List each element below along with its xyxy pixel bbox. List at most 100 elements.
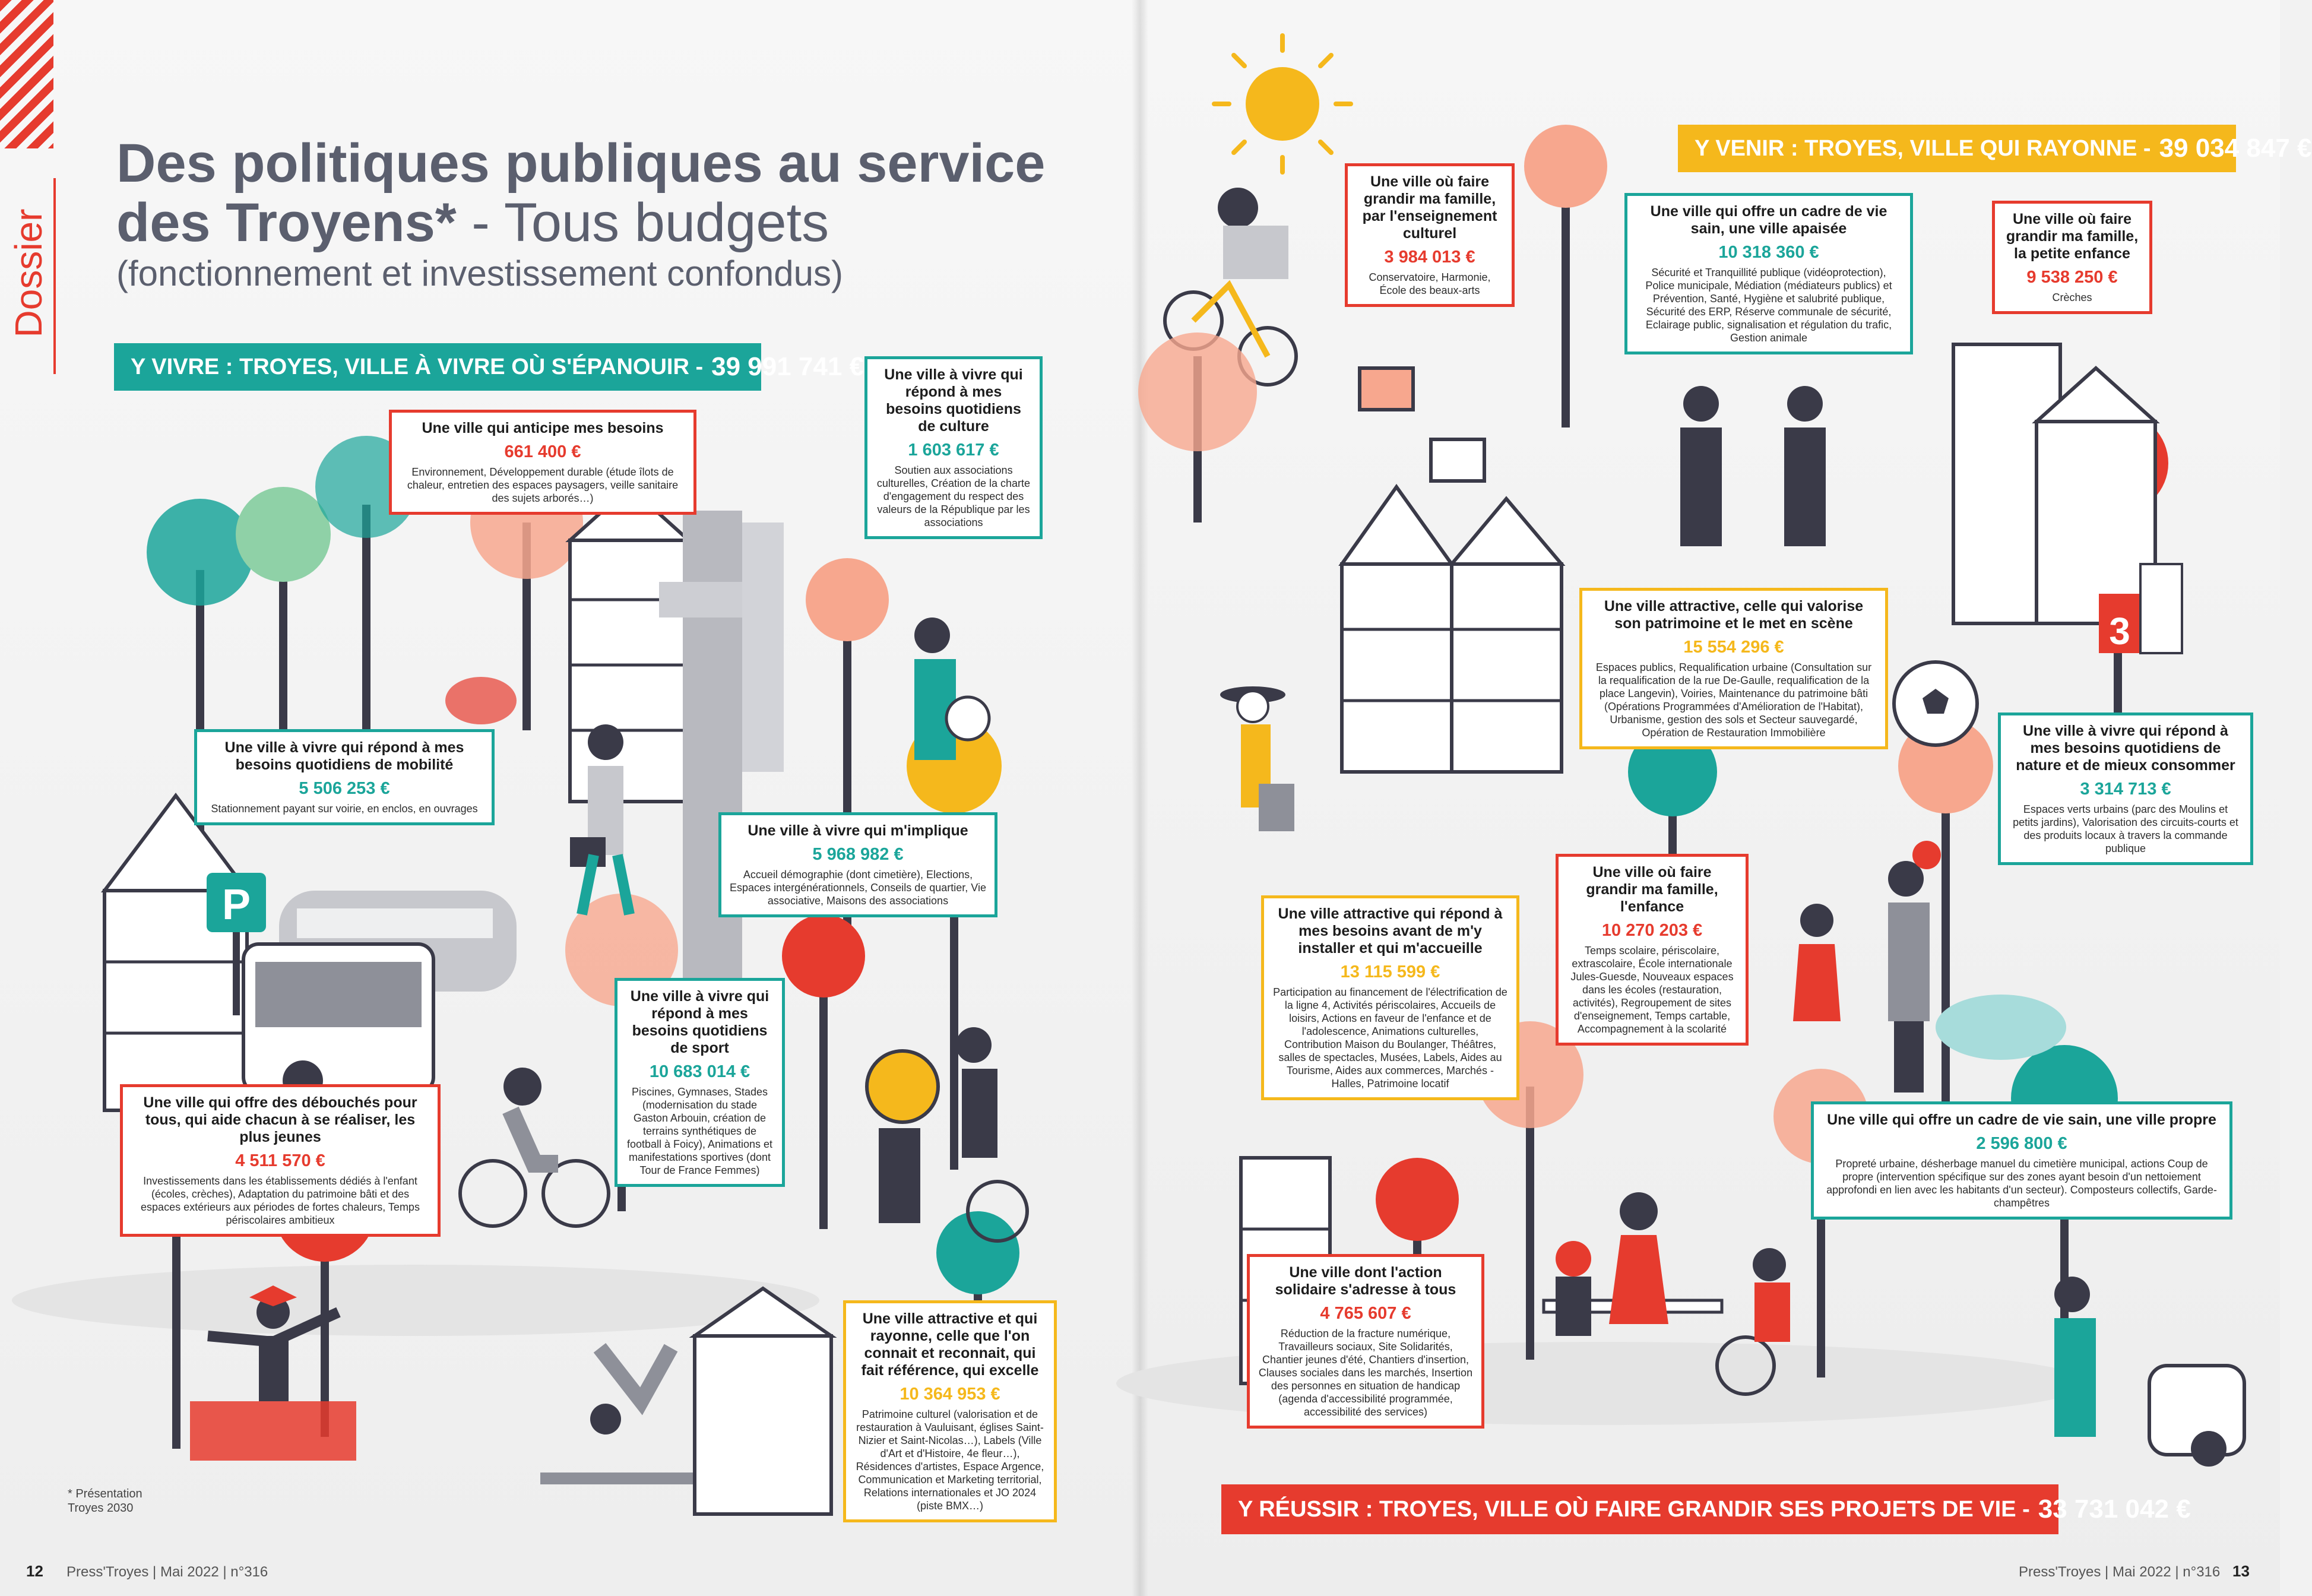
podium-number: 3 <box>2109 610 2130 653</box>
box-description: Stationnement payant sur voirie, en encl… <box>211 803 478 815</box>
parking-sign-icon: P <box>207 873 266 1015</box>
box-title: Une ville où faire grandir ma famille, l… <box>2006 211 2139 262</box>
box-amount: 10 318 360 € <box>1718 243 1819 262</box>
box-description: Crèches <box>2052 292 2092 303</box>
box-title: Une ville attractive qui répond à mes be… <box>1278 905 1503 957</box>
box-description: Patrimoine culturel (valorisation et de … <box>856 1408 1044 1512</box>
sculptor-icon <box>914 618 991 760</box>
section-label: Dossier <box>7 196 50 350</box>
street-cleaner-icon <box>2054 1277 2246 1467</box>
box-sport: Une ville à vivre qui répond à mes besoi… <box>615 978 785 1187</box>
page-gutter <box>1132 0 1148 1596</box>
pond-icon <box>1936 995 2066 1060</box>
wheelchair-icon <box>1715 1248 1790 1396</box>
title-line-1: Des politiques publiques au service <box>116 133 1046 194</box>
box-title: Une ville à vivre qui répond à mes besoi… <box>884 366 1023 435</box>
frame-icon <box>1358 366 1486 483</box>
banner-vivre-amount: 39 991 741 € <box>711 352 864 381</box>
box-description: Espaces verts urbains (parc des Moulins … <box>2013 803 2238 854</box>
box-amount: 661 400 € <box>504 442 581 461</box>
box-title: Une ville où faire grandir ma famille, l… <box>1586 864 1718 915</box>
box-title: Une ville à vivre qui répond à mes besoi… <box>2016 723 2235 774</box>
box-title: Une ville qui anticipe mes besoins <box>422 420 664 436</box>
box-amount: 9 538 250 € <box>2026 268 2118 287</box>
box-description: Investissements dans les établissements … <box>141 1175 420 1226</box>
box-enseignement: Une ville où faire grandir ma famille, p… <box>1345 163 1515 307</box>
box-title: Une ville à vivre qui répond à mes besoi… <box>630 988 769 1056</box>
shopper-icon <box>1220 686 1294 831</box>
box-amount: 4 765 607 € <box>1320 1304 1411 1323</box>
title-line-2-bold: des Troyens* <box>116 192 457 253</box>
box-amount: 10 364 953 € <box>900 1385 1000 1404</box>
box-rayonne: Une ville attractive et qui rayonne, cel… <box>843 1300 1057 1522</box>
banner-venir: Y VENIR : TROYES, VILLE QUI RAYONNE - 39… <box>1678 125 2312 172</box>
box-description: Soutien aux associations culturelles, Cr… <box>876 464 1031 528</box>
page-number-right: 13 <box>2232 1562 2250 1580</box>
box-description: Réduction de la fracture numérique, Trav… <box>1258 1328 1473 1418</box>
box-description: Propreté urbaine, désherbage manuel du c… <box>1826 1158 2217 1209</box>
tree-icon-r2 <box>1524 125 1607 428</box>
podium-icon: 3 <box>2099 563 2183 654</box>
bush-icon-1 <box>445 677 517 724</box>
box-anticipe: Une ville qui anticipe mes besoins 661 4… <box>389 410 696 515</box>
box-mobilite: Une ville à vivre qui répond à mes besoi… <box>194 729 495 825</box>
title-line-2-rest: - Tous budgets <box>456 192 829 253</box>
banner-vivre-label: Y VIVRE : TROYES, VILLE À VIVRE OÙ S'ÉPA… <box>131 354 704 379</box>
box-amount: 3 984 013 € <box>1384 248 1475 267</box>
box-amount: 5 506 253 € <box>299 779 390 798</box>
corner-stripes <box>0 0 53 148</box>
box-description: Accueil démographie (dont cimetière), El… <box>730 869 986 907</box>
box-amount: 1 603 617 € <box>908 441 999 460</box>
timber-house-icon <box>101 793 251 1112</box>
building-icon-left <box>565 484 693 803</box>
page-title: Des politiques publiques au service des … <box>116 133 1046 295</box>
apartment-building-icon <box>1952 343 2160 625</box>
banner-venir-amount: 39 034 847 € <box>2159 134 2312 163</box>
cyclist-icon <box>458 1068 610 1228</box>
box-amount: 10 683 014 € <box>649 1062 750 1081</box>
box-title: Une ville attractive, celle qui valorise… <box>1604 598 1864 632</box>
box-title: Une ville à vivre qui répond à mes besoi… <box>224 739 464 773</box>
graduate-icon <box>207 1285 341 1401</box>
box-debouches: Une ville qui offre des débouchés pour t… <box>120 1084 441 1237</box>
box-description: Sécurité et Tranquillité publique (vidéo… <box>1645 267 1892 344</box>
tree-icon-7 <box>782 914 865 1229</box>
footer-left: Press'Troyes | Mai 2022 | n°316 <box>66 1564 268 1580</box>
fence-icon <box>190 1401 356 1461</box>
box-description: Environnement, Développement durable (ét… <box>407 466 679 504</box>
box-description: Piscines, Gymnases, Stades (modernisatio… <box>626 1086 773 1176</box>
box-title: Une ville qui offre un cadre de vie sain… <box>1650 203 1887 237</box>
family-icon <box>1793 841 1941 1092</box>
box-enfance: Une ville où faire grandir ma famille, l… <box>1556 854 1749 1046</box>
bmx-rider-icon <box>1163 188 1298 387</box>
box-amount: 13 115 599 € <box>1340 962 1440 981</box>
footer-right: Press'Troyes | Mai 2022 | n°316 <box>2019 1564 2221 1580</box>
bus-icon <box>242 942 435 1101</box>
musicians-icon <box>865 1027 1029 1243</box>
box-description: Participation au financement de l'électr… <box>1273 986 1507 1090</box>
box-amount: 5 968 982 € <box>812 845 904 864</box>
box-nature: Une ville à vivre qui répond à mes besoi… <box>1998 712 2253 865</box>
box-title: Une ville à vivre qui m'implique <box>748 822 968 839</box>
banner-reussir-amount: 33 731 042 € <box>2038 1494 2191 1524</box>
svg-text:P: P <box>222 881 251 929</box>
box-title: Une ville dont l'action solidaire s'adre… <box>1275 1264 1456 1298</box>
box-amount: 3 314 713 € <box>2080 780 2171 799</box>
soccer-ball-icon <box>1892 660 1979 747</box>
page-number-left: 12 <box>26 1562 43 1580</box>
pedestrian-icon <box>570 724 635 916</box>
box-description: Temps scolaire, périscolaire, extrascola… <box>1570 945 1734 1035</box>
tree-icon-r1 <box>1138 332 1257 522</box>
banner-reussir-label: Y RÉUSSIR : TROYES, VILLE OÙ FAIRE GRAND… <box>1238 1496 2030 1522</box>
banner-venir-label: Y VENIR : TROYES, VILLE QUI RAYONNE - <box>1695 135 2151 161</box>
box-title: Une ville qui offre des débouchés pour t… <box>143 1094 417 1145</box>
box-title: Une ville attractive et qui rayonne, cel… <box>861 1310 1039 1379</box>
banner-reussir: Y RÉUSSIR : TROYES, VILLE OÙ FAIRE GRAND… <box>1221 1484 2191 1534</box>
box-patrimoine: Une ville attractive, celle qui valorise… <box>1579 588 1888 749</box>
bench-people-icon <box>1542 1192 1724 1336</box>
footnote: * Présentation Troyes 2030 <box>68 1487 142 1515</box>
police-officers-icon <box>1680 386 1826 546</box>
box-title: Une ville où faire grandir ma famille, p… <box>1362 173 1497 242</box>
box-solidaire: Une ville dont l'action solidaire s'adre… <box>1247 1254 1484 1429</box>
box-amount: 10 270 203 € <box>1601 921 1703 940</box>
